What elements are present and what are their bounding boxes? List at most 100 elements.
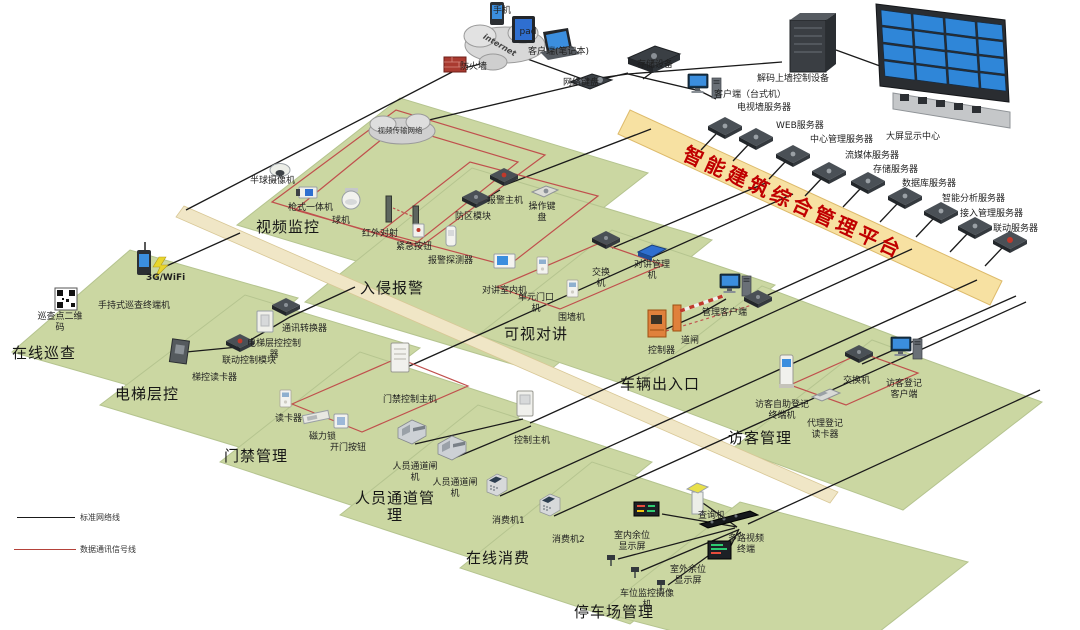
label-emergency-button: 紧急按钮 xyxy=(396,242,433,252)
indoor-intercom-icon xyxy=(493,253,516,269)
label-visitor-client: 访客登记客户端 xyxy=(885,379,922,401)
management-platform-banner-band xyxy=(617,109,1003,306)
legend-comm-line-label: 数据通讯信号线 xyxy=(80,545,136,554)
tablet-pad-icon xyxy=(512,16,535,43)
firewall-icon xyxy=(443,56,467,73)
label-dome-camera: 半球摄像机 xyxy=(250,176,296,186)
elevator-controller-icon xyxy=(256,310,274,333)
alarm-detector-icon xyxy=(445,225,457,247)
platform-visitor-management xyxy=(731,339,1044,511)
outdoor-space-display-icon xyxy=(707,540,732,560)
section-online-consume: 在线消费 xyxy=(466,549,531,567)
legend-standard-line-swatch xyxy=(17,517,75,518)
label-passage-gate-2: 人员通道闸机 xyxy=(432,478,478,500)
label-passage-gate-1: 人员通道闸机 xyxy=(392,462,438,484)
label-infrared-beam: 红外对射 xyxy=(362,229,399,239)
label-qr-code: 巡查点二维码 xyxy=(37,312,83,334)
label-big-screen-center: 大屏显示中心 xyxy=(886,132,941,142)
label-indoor-space-display: 室内余位显示屏 xyxy=(613,531,650,553)
handheld-terminal-icon xyxy=(137,242,151,275)
server-row xyxy=(708,117,1027,253)
linkage-module-icon xyxy=(226,334,254,352)
label-vehicle-client: 管理客户端 xyxy=(702,308,748,318)
vehicle-client-icon xyxy=(719,273,752,297)
label-passage-host: 控制主机 xyxy=(514,436,551,446)
label-server-stream: 流媒体服务器 xyxy=(845,151,900,161)
label-access-host: 门禁控制主机 xyxy=(383,395,438,405)
label-wall-station: 围墙机 xyxy=(558,313,586,323)
label-intercom-manager: 对讲管理机 xyxy=(633,260,670,282)
section-video-intercom: 可视对讲 xyxy=(504,325,569,343)
label-network-keyboard: 网络键盘 xyxy=(563,78,600,88)
label-elevator-card-reader: 梯控读卡器 xyxy=(192,373,238,383)
section-parking-management: 停车场管理 xyxy=(574,603,655,621)
barrier-gate-icon xyxy=(672,294,724,332)
label-server-tvwall: 电视墙服务器 xyxy=(737,103,792,113)
label-door-open-button: 开门按钮 xyxy=(330,443,367,453)
label-server-analytics: 智能分析服务器 xyxy=(942,194,1006,204)
label-server-center: 中心管理服务器 xyxy=(810,135,874,145)
network-bus-band xyxy=(175,205,839,504)
emergency-button-icon xyxy=(412,223,425,238)
label-elevator-controller: 电梯层控控制器 xyxy=(246,339,301,361)
label-comm-converter: 通讯转换器 xyxy=(282,324,328,334)
platform-online-patrol xyxy=(10,249,300,401)
video-transmission-cloud-icon xyxy=(368,113,436,145)
visitor-client-icon xyxy=(890,336,923,360)
label-alarm-detector: 报警探测器 xyxy=(428,256,474,266)
label-server-storage: 存储服务器 xyxy=(873,165,919,175)
laptop-client-icon xyxy=(540,28,580,60)
section-intrusion-alarm: 入侵报警 xyxy=(360,279,425,297)
label-storage-device: 存储设备 xyxy=(637,60,674,70)
alarm-host-icon xyxy=(490,168,518,186)
operation-keyboard-icon xyxy=(530,185,560,198)
decoder-wall-controller-icon xyxy=(789,13,836,73)
label-server-linkage: 联动服务器 xyxy=(993,224,1039,234)
video-wall-icon xyxy=(875,3,1011,129)
mobile-phone-icon xyxy=(490,2,504,25)
visitor-kiosk-icon xyxy=(779,354,794,388)
label-desktop-client: 客户端（台式机） xyxy=(714,90,787,100)
wall-station-icon xyxy=(566,279,579,298)
label-3g-wifi: 3G/WiFi xyxy=(146,273,186,283)
platform-elevator-control xyxy=(98,294,422,459)
label-video-cloud: 视频传输网络 xyxy=(377,126,423,135)
card-reader-icon xyxy=(279,389,292,408)
label-vehicle-controller: 控制器 xyxy=(648,346,676,356)
label-multi-video-terminal: 多路视频终端 xyxy=(727,534,764,556)
label-magnetic-lock: 磁力锁 xyxy=(309,432,337,442)
label-box-camera: 枪式一体机 xyxy=(288,203,334,213)
section-access-control: 门禁管理 xyxy=(224,447,289,465)
storage-device-icon xyxy=(626,45,682,73)
dome-camera-icon xyxy=(269,163,291,177)
label-proxy-card-reader: 代理登记读卡器 xyxy=(806,419,843,441)
label-query-machine: 查询机 xyxy=(698,511,726,521)
label-phone: 手机 xyxy=(492,6,511,16)
unit-door-station-icon xyxy=(536,256,549,275)
elevator-card-reader-icon xyxy=(168,338,191,365)
label-parking-camera: 车位监控摄像机 xyxy=(619,589,674,611)
section-online-patrol: 在线巡查 xyxy=(12,344,77,362)
legend-comm-line-swatch xyxy=(14,549,76,550)
ptz-ball-camera-icon xyxy=(341,188,361,210)
label-server-database: 数据库服务器 xyxy=(902,179,957,189)
infrared-beam-icon xyxy=(385,195,419,233)
label-outdoor-space-display: 室外余位显示屏 xyxy=(669,565,706,587)
section-visitor-management: 访客管理 xyxy=(728,429,793,447)
label-consume-machine-2: 消费机2 xyxy=(552,535,585,545)
label-decoder: 解码上墙控制设备 xyxy=(757,74,830,84)
legend-standard-line-label: 标准网络线 xyxy=(80,513,120,522)
label-laptop-client: 客户端(笔记本) xyxy=(528,47,590,57)
section-elevator-control: 电梯层控 xyxy=(115,385,180,403)
label-barrier-gate: 道闸 xyxy=(681,336,700,346)
intercom-manager-icon xyxy=(636,244,668,261)
network-keyboard-icon xyxy=(568,73,614,90)
indoor-space-display-icon xyxy=(633,501,660,517)
query-machine-icon xyxy=(685,482,710,515)
passage-host-icon xyxy=(516,390,534,417)
label-visitor-switch: 交换机 xyxy=(843,376,871,386)
wireless-lightning-icon xyxy=(152,256,169,279)
parking-camera-icon xyxy=(607,555,665,591)
